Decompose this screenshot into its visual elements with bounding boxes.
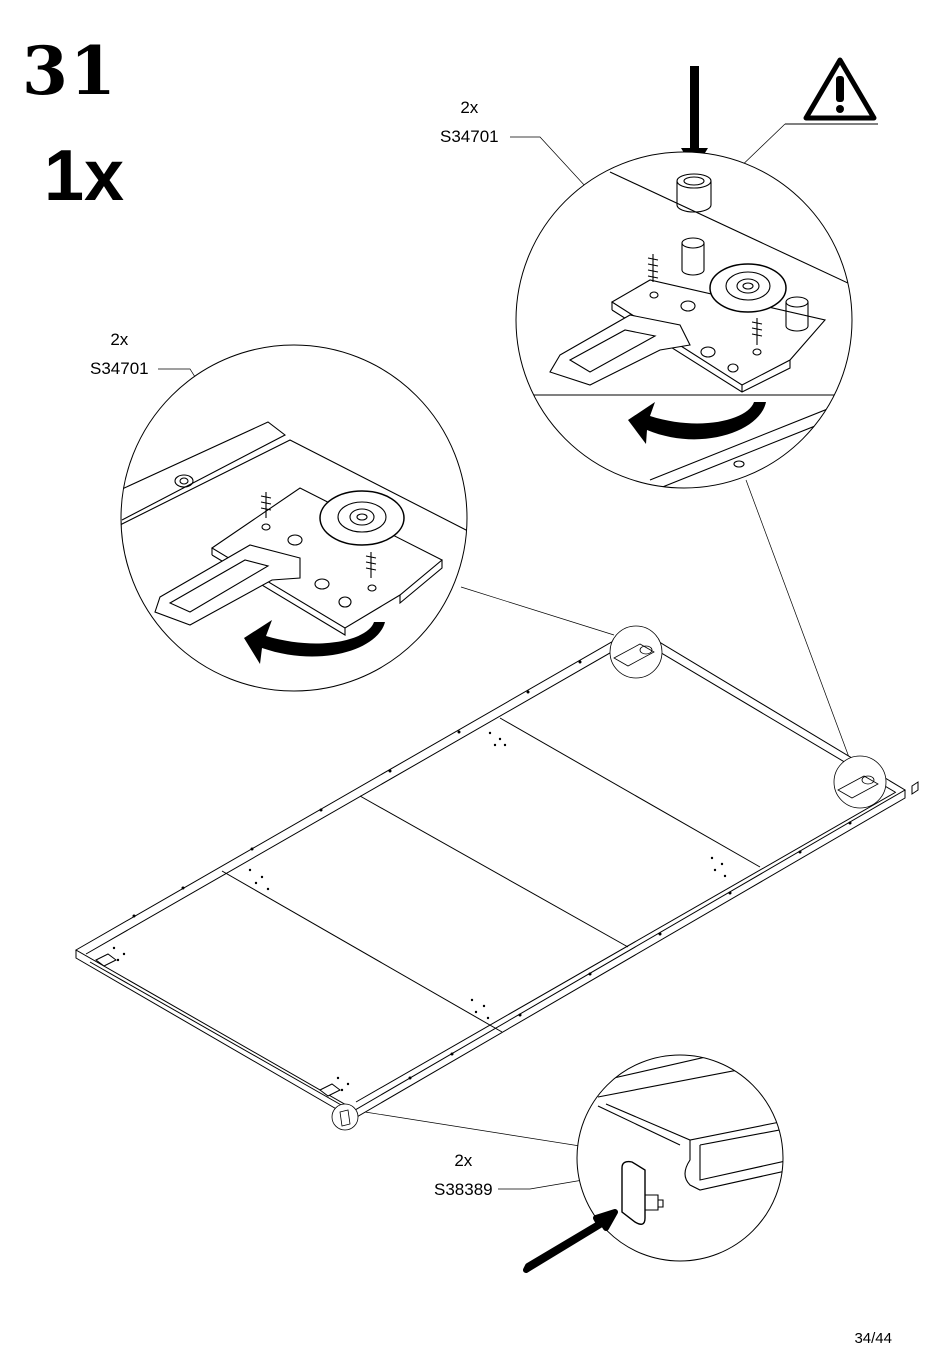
detail-circle-bottom [526,1040,790,1270]
detail-circle-left [120,345,470,691]
main-panel [76,628,918,1118]
detail-circle-top-right [516,152,880,490]
push-arrow-icon [526,1212,615,1270]
